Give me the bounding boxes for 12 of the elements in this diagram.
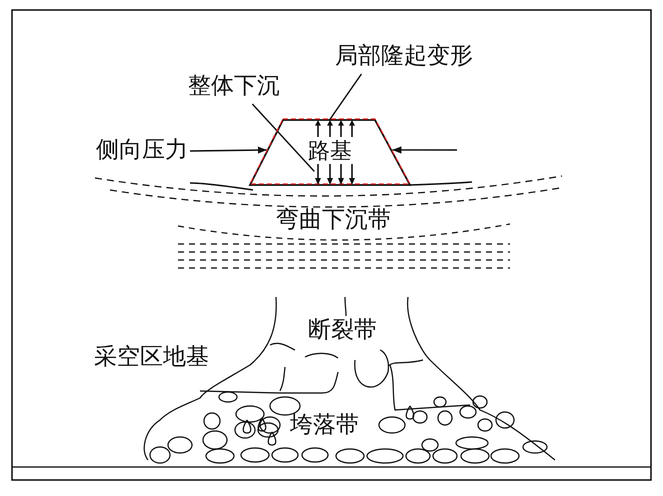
callout-text: 侧向压力 <box>96 138 188 164</box>
force-arrow <box>190 146 267 154</box>
zone-label: 断裂带 <box>308 318 377 344</box>
zone-label: 采空区地基 <box>94 345 209 370</box>
callout-text: 局部隆起变形 <box>335 44 473 70</box>
zone-label: 弯曲下沉带 <box>276 208 391 234</box>
leader-line <box>328 74 362 120</box>
zone-label: 垮落带 <box>290 413 359 438</box>
embankment-label: 路基 <box>308 140 352 164</box>
leader-line <box>252 104 315 172</box>
force-arrow <box>392 146 457 154</box>
callout-text: 整体下沉 <box>188 74 280 100</box>
